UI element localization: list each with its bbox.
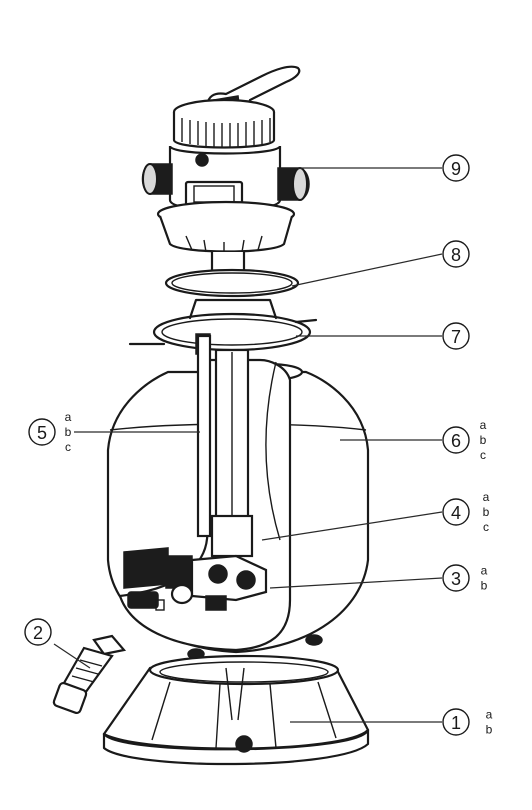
laterals-assembly [123,547,268,611]
callout-circle [442,154,470,182]
o-ring [164,268,300,298]
center-pipe [210,348,254,558]
air-relief-tube [196,334,212,538]
callout-5: 5 abc [28,410,72,454]
drain-plug [52,634,127,715]
callout-sub-label: a [483,490,490,504]
callout-1: 1 ab [442,708,493,737]
callout-2: 2 [24,618,52,646]
callout-circle [442,564,470,592]
callout-number: 1 [451,713,461,733]
callout-number: 2 [33,623,43,643]
callout-circle [442,498,470,526]
callout-sub-label: b [65,425,72,439]
callout-sub-label: a [481,564,488,578]
callout-7: 7 [442,322,470,350]
callout-4: 4 abc [442,490,490,534]
callout-sub-label: c [480,448,486,462]
callout-circle [442,708,470,736]
clamp-ring [128,298,318,355]
callout-sub-label: a [480,418,487,432]
callouts [53,167,443,723]
callout-circle [442,322,470,350]
callout-circle [442,240,470,268]
callout-sub-label: a [486,708,493,722]
filter-base [102,654,370,766]
callout-number: 3 [451,569,461,589]
callout-number: 7 [451,327,461,347]
callout-number: 4 [451,503,461,523]
callout-3: 3 ab [442,564,488,593]
callout-sub-label: b [486,723,493,737]
callout-sub-label: c [483,520,489,534]
callout-sub-label: c [65,440,71,454]
callout-9: 9 [442,154,470,182]
callout-sub-label: b [481,579,488,593]
callout-number: 9 [451,159,461,179]
callout-circle [24,618,52,646]
callout-8: 8 [442,240,470,268]
callout-sub-label: b [483,505,490,519]
callout-circle [442,426,470,454]
callout-number: 5 [37,423,47,443]
callout-circle [28,418,56,446]
callout-sub-label: a [65,410,72,424]
callout-number: 6 [451,431,461,451]
callout-number: 8 [451,245,461,265]
callout-6: 6 abc [442,418,487,462]
callout-sub-label: b [480,433,487,447]
multiport-valve [141,65,310,290]
